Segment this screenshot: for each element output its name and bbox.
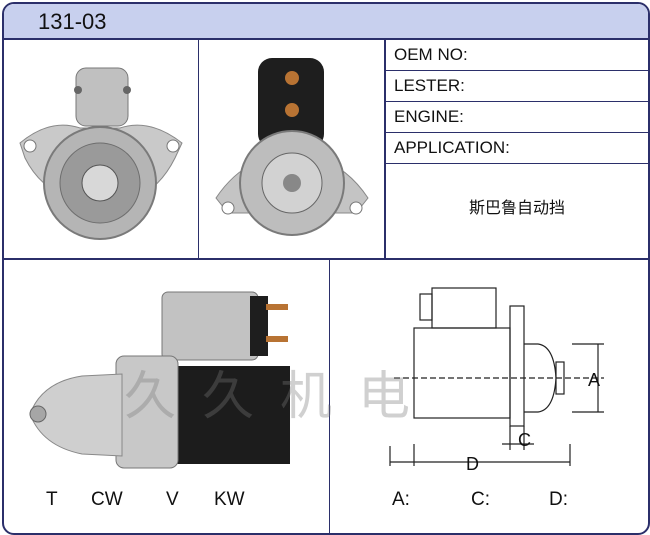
spec-row-engine: ENGINE: bbox=[386, 102, 648, 133]
divider-top-1 bbox=[198, 40, 199, 258]
watermark: 久久机电 bbox=[124, 367, 437, 427]
part-code: 131-03 bbox=[38, 9, 107, 34]
spec-row-oem: OEM NO: bbox=[386, 40, 648, 71]
starter-rear-view bbox=[215, 58, 369, 236]
label-t: T bbox=[46, 489, 58, 510]
label-a: A: bbox=[392, 489, 410, 510]
oem-label: OEM NO: bbox=[394, 45, 468, 64]
dimension-a-label: A bbox=[588, 370, 600, 390]
label-v: V bbox=[166, 489, 179, 510]
dimension-d-label: D bbox=[466, 454, 479, 474]
application-label: APPLICATION: bbox=[394, 138, 510, 157]
spec-row-lester: LESTER: bbox=[386, 71, 648, 102]
divider-top-2 bbox=[384, 40, 386, 258]
starter-technical-drawing: A C D bbox=[389, 287, 604, 474]
divider-middle bbox=[4, 258, 648, 260]
engine-label: ENGINE: bbox=[394, 107, 464, 126]
application-note: 斯巴鲁自动挡 bbox=[468, 198, 565, 217]
starter-front-view bbox=[19, 67, 183, 240]
header-bar: 131-03 bbox=[4, 4, 648, 40]
spec-row-application: APPLICATION: bbox=[386, 133, 648, 164]
starter-side-view bbox=[29, 291, 290, 469]
label-kw: KW bbox=[214, 489, 245, 510]
label-cw: CW bbox=[91, 489, 123, 510]
lester-label: LESTER: bbox=[394, 76, 465, 95]
label-d: D: bbox=[549, 489, 568, 510]
dimension-c-label: C bbox=[518, 430, 531, 450]
divider-bottom bbox=[329, 260, 330, 533]
label-c: C: bbox=[471, 489, 490, 510]
